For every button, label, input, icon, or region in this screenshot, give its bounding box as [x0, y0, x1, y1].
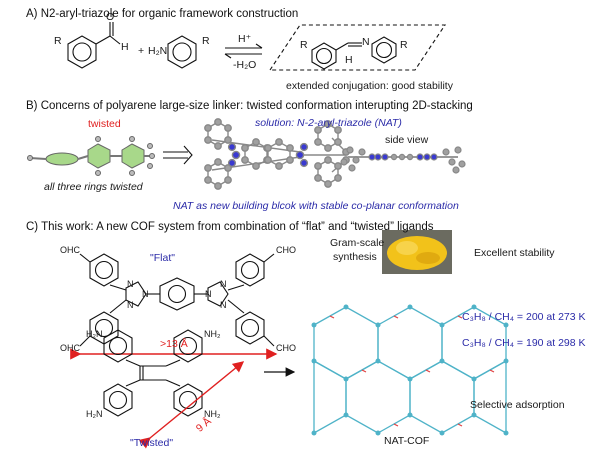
- gas-methane: CH₄: [494, 337, 515, 349]
- twisted-label: twisted: [88, 118, 121, 130]
- twisted-distance-arrow: [138, 361, 245, 449]
- cho-top-right: CHO: [276, 245, 296, 255]
- triazole-n-4: N: [220, 279, 227, 289]
- section-c-title: C) This work: A new COF system from comb…: [26, 221, 434, 233]
- nh2-top-left: H₂N: [86, 329, 103, 339]
- cho-bottom-left: OHC: [60, 343, 80, 353]
- nh2-top-right: NH₂: [204, 329, 221, 339]
- selectivity-ratio-298k: C₃H₈ / CH₄ = 190 at 298 K: [462, 338, 586, 349]
- imine-r-left: R: [300, 39, 308, 51]
- nat-building-block-caption: NAT as new building blcok with stable co…: [173, 200, 459, 212]
- side-view-label: side view: [385, 134, 429, 146]
- imine-structure: [268, 24, 447, 71]
- amine-label: H₂N: [148, 45, 168, 57]
- ratio-value: = 200 at 273 K: [514, 311, 586, 323]
- triazole-n-5: N: [205, 289, 212, 299]
- aldehyde-o-label: O: [106, 11, 115, 23]
- ratio-separator: /: [485, 311, 495, 323]
- equilibrium-arrows: [224, 43, 263, 59]
- gas-methane: CH₄: [494, 311, 515, 323]
- adsorption-label: Selective adsorption: [470, 399, 565, 411]
- gram-scale-line-1: Gram-scale: [330, 237, 385, 249]
- flat-label: "Flat": [150, 252, 175, 264]
- twisted-terphenyl-model: [27, 136, 155, 176]
- acid-catalyst-label: H⁺: [238, 33, 252, 45]
- aniline-structure: [167, 35, 197, 69]
- nh2-bottom-right: NH₂: [204, 409, 221, 419]
- nat-ball-stick-model: [204, 118, 350, 190]
- triazole-n-6: N: [220, 300, 227, 310]
- triazole-n-2: N: [142, 289, 149, 299]
- triazole-n-1: N: [127, 279, 134, 289]
- ratio-value: = 190 at 298 K: [514, 337, 586, 349]
- all-rings-twisted-caption: all three rings twisted: [44, 181, 143, 193]
- twisted-ligand-label: "Twisted": [130, 437, 174, 449]
- gas-propane: C₃H₈: [462, 311, 486, 323]
- gram-scale-line-2: synthesis: [333, 251, 377, 263]
- selectivity-ratio-273k: C₃H₈ / CH₄ = 200 at 273 K: [462, 312, 586, 323]
- triazole-n-3: N: [127, 300, 134, 310]
- water-loss-label: -H₂O: [233, 59, 257, 71]
- aldehyde-h-label: H: [121, 41, 129, 53]
- section-b-title: B) Concerns of polyarene large-size link…: [26, 100, 473, 112]
- side-view-model: [340, 146, 466, 174]
- nh2-bottom-left: H₂N: [86, 409, 103, 419]
- flat-ligand-structure: [79, 253, 275, 347]
- cof-lattice-structure: [311, 304, 509, 436]
- benzaldehyde-structure: [67, 22, 121, 69]
- cof-powder-photo: [382, 230, 452, 274]
- conjugation-caption: extended conjugation: good stability: [286, 80, 453, 92]
- cho-top-left: OHC: [60, 245, 80, 255]
- plus-sign: +: [138, 45, 145, 57]
- ratio-separator: /: [485, 337, 495, 349]
- imine-r-right: R: [400, 39, 408, 51]
- open-arrow: [163, 145, 193, 165]
- stability-label: Excellent stability: [474, 247, 555, 259]
- cof-name-label: NAT-COF: [384, 435, 430, 447]
- flat-distance-label: >13 Å: [160, 338, 188, 350]
- r-substituent-label: R: [54, 35, 62, 47]
- cho-bottom-right: CHO: [276, 343, 296, 353]
- imine-h-label: H: [345, 54, 353, 66]
- solution-label: solution: N-2-aryl-triazole (NAT): [255, 117, 402, 129]
- gas-propane: C₃H₈: [462, 337, 486, 349]
- section-a-title: A) N2-aryl-triazole for organic framewor…: [26, 8, 299, 20]
- amine-r-label: R: [202, 35, 210, 47]
- imine-n-label: N: [362, 36, 370, 48]
